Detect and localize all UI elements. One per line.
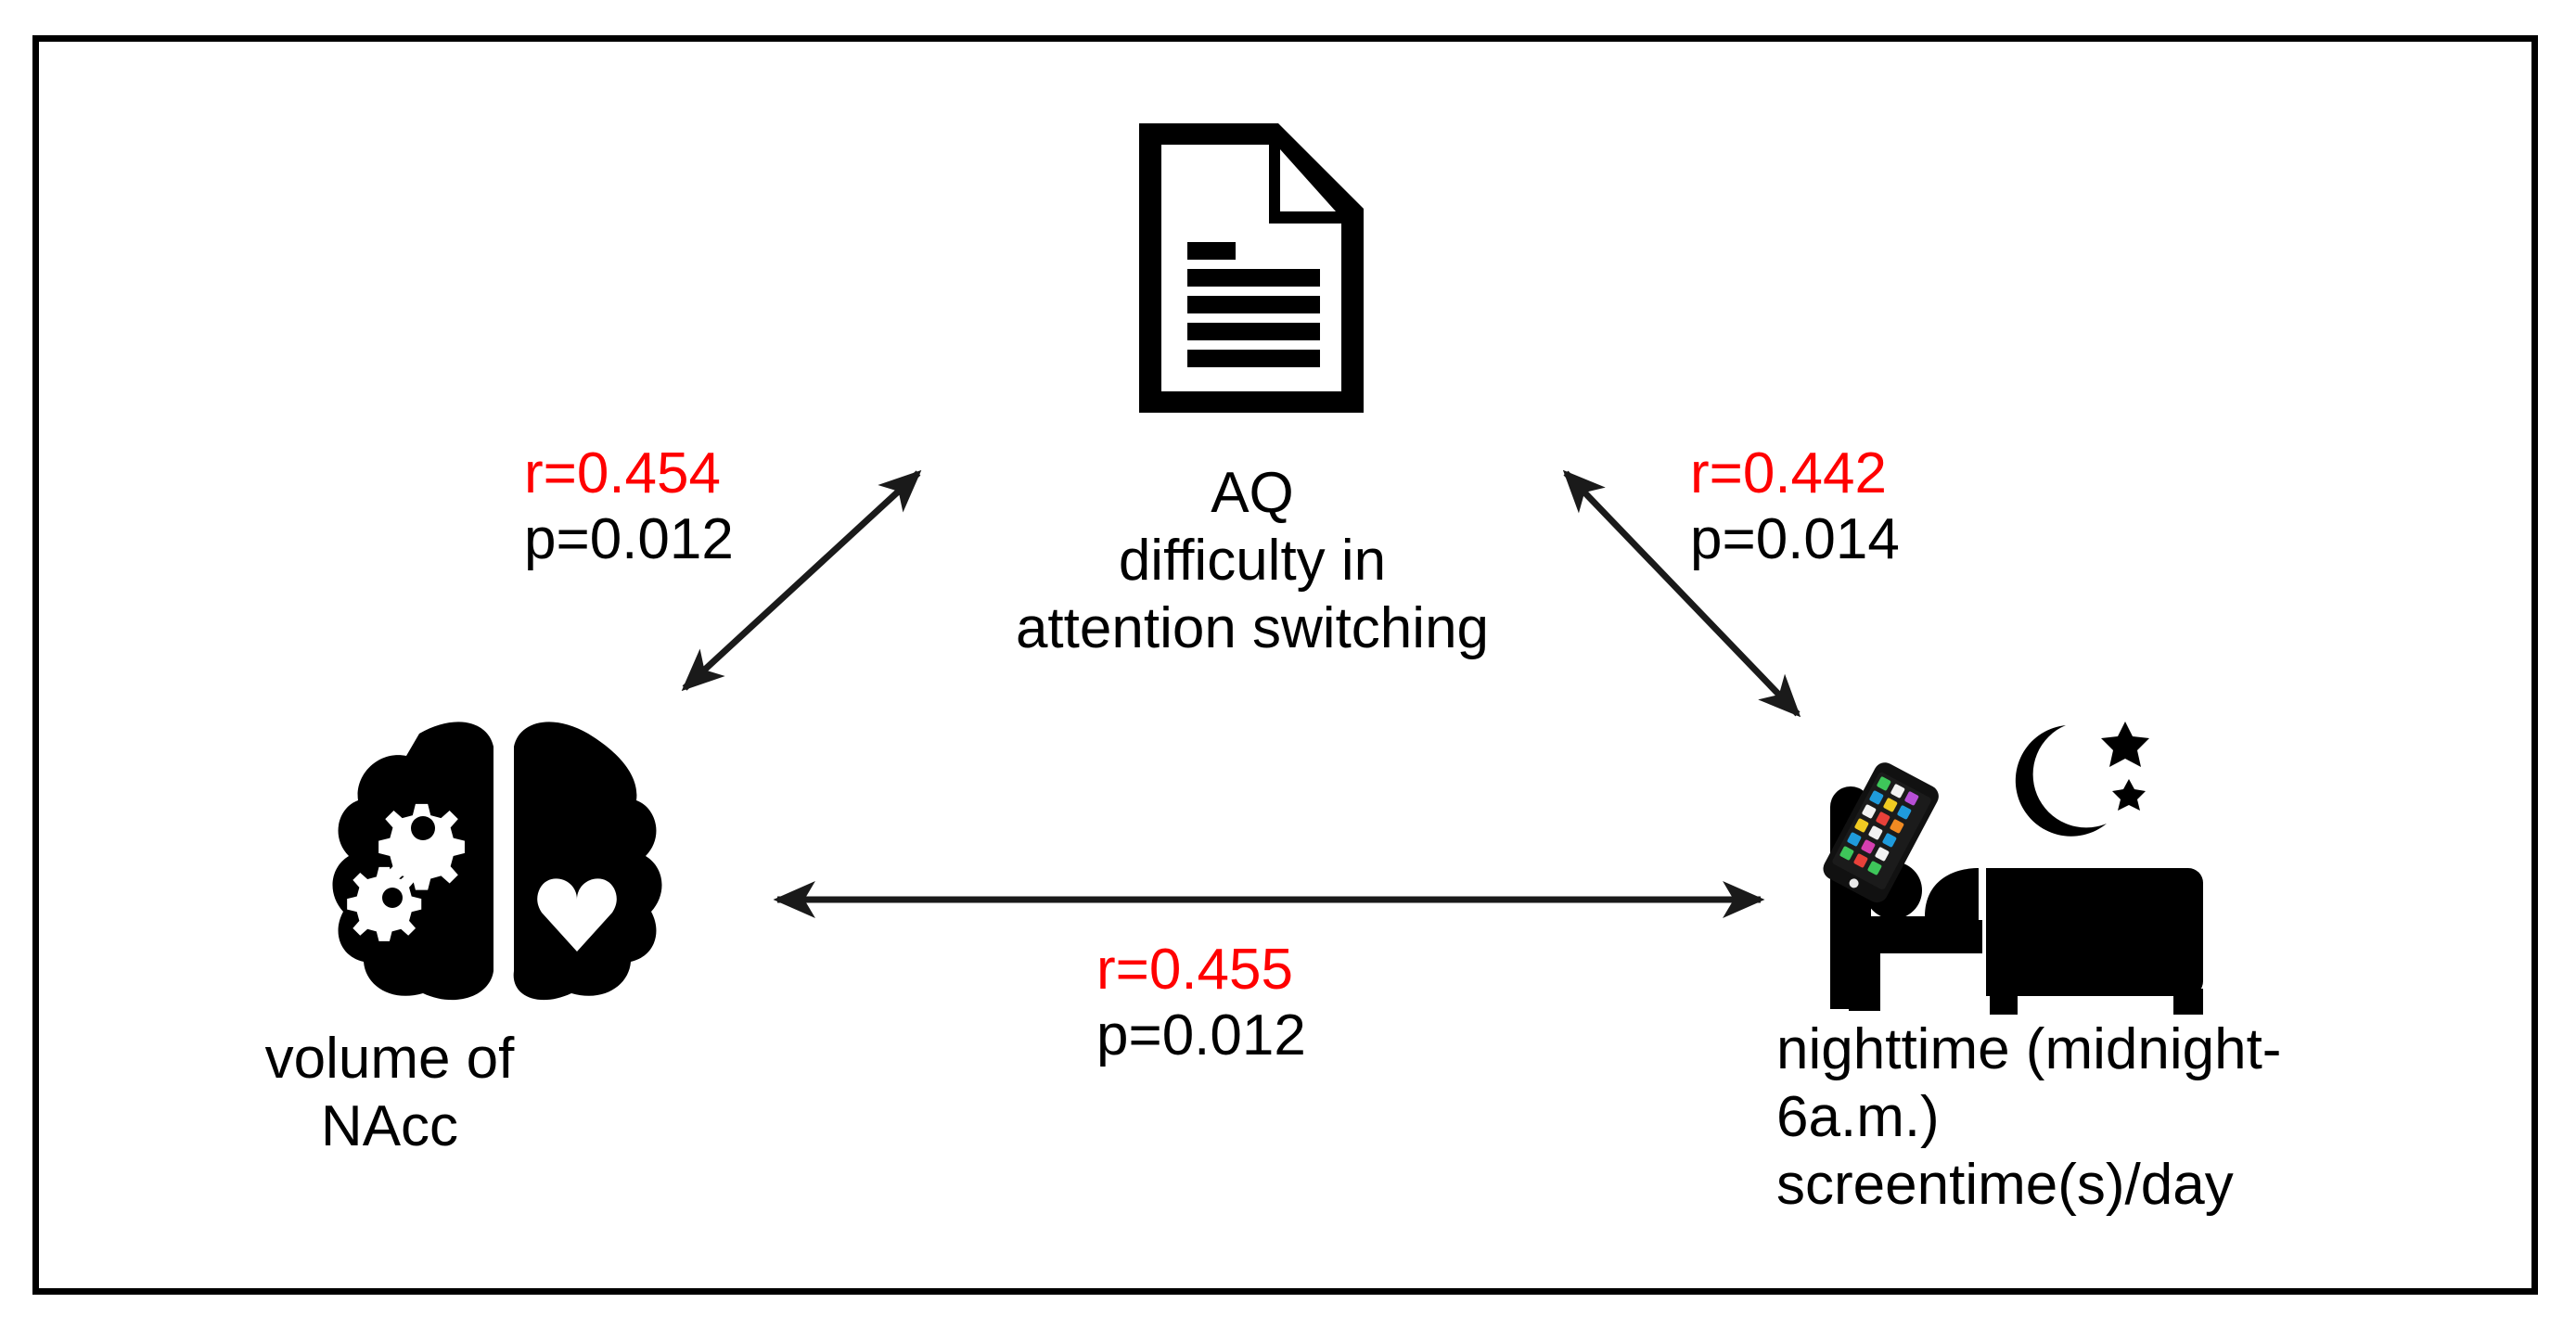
document-lines-icon	[1139, 123, 1364, 413]
pvalue-brain-aq: p=0.012	[524, 507, 734, 572]
correlation-value-aq-bed: r=0.442	[1690, 441, 1888, 505]
node-label-aq: AQ difficulty in attention switching	[1015, 461, 1490, 661]
node-label-nacc: volume of NAcc	[264, 1027, 515, 1159]
person-in-bed-with-phone-moon-icon	[1823, 722, 2203, 1015]
node-label-screentime: nighttime (midnight- 6a.m.) screentime(s…	[1776, 1017, 2282, 1218]
stat-block-brain-aq: r=0.454 p=0.012	[524, 441, 734, 573]
pvalue-brain-bed: p=0.012	[1096, 1003, 1306, 1068]
edge-arrow-brain-aq	[681, 469, 922, 692]
stat-block-brain-bed: r=0.455 p=0.012	[1096, 937, 1306, 1069]
correlation-value-brain-aq: r=0.454	[524, 441, 722, 505]
correlation-value-brain-bed: r=0.455	[1096, 938, 1294, 1002]
pvalue-aq-bed: p=0.014	[1690, 507, 1900, 572]
stat-block-aq-bed: r=0.442 p=0.014	[1690, 441, 1900, 573]
edge-arrow-aq-bed	[1562, 469, 1801, 718]
brain-gears-heart-icon	[332, 722, 662, 1001]
